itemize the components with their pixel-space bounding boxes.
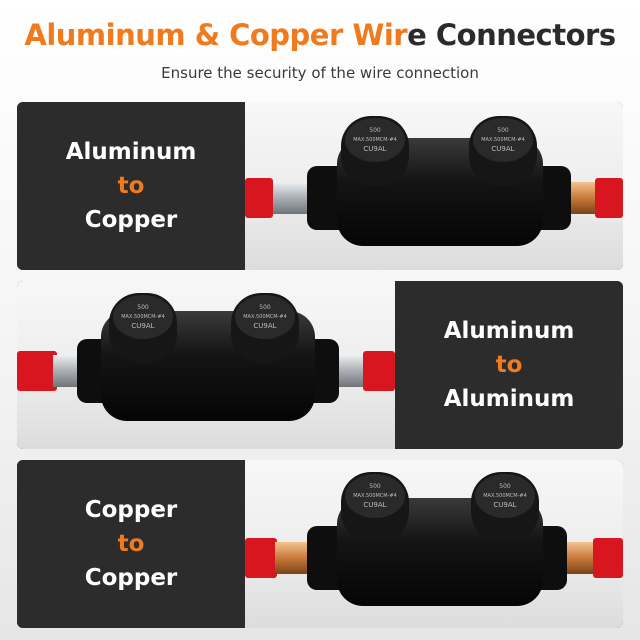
title-orange-part: Aluminum & Copper Wir: [24, 18, 408, 52]
cap-rating: 500: [369, 483, 381, 490]
cap-rating: 500: [497, 127, 509, 134]
page-title: Aluminum & Copper Wire Connectors: [0, 18, 640, 52]
cap-model: CU9AL: [491, 145, 514, 153]
label-from: Aluminum: [443, 318, 575, 344]
cap-rating: 500: [259, 304, 271, 311]
cap-model: CU9AL: [363, 145, 386, 153]
label-to: to: [495, 352, 523, 378]
panel-aluminum-to-aluminum: 500 MAX.500MCM-#4 CU9AL 500 MAX.500MCM-#…: [17, 281, 623, 449]
connector-photo: 500 MAX.500MCM-#4 CU9AL 500 MAX.500MCM-#…: [17, 281, 395, 449]
label-to: to: [117, 531, 145, 557]
cap-rating: 500: [499, 483, 511, 490]
cap-model: CU9AL: [493, 501, 516, 509]
connector-cap-right: 500 MAX.500MCM-#4 CU9AL: [471, 472, 539, 542]
wire-left: [245, 178, 273, 218]
cap-spec: MAX.500MCM-#4: [353, 137, 397, 143]
label-target: Aluminum: [443, 386, 575, 412]
connector-photo: 500 MAX.500MCM-#4 CU9AL 500 MAX.500MCM-#…: [245, 460, 623, 628]
title-dark-part: e Connectors: [407, 18, 616, 52]
panel-aluminum-to-copper: Aluminum to Copper 500 MAX.500MCM-#4: [17, 102, 623, 270]
cap-model: CU9AL: [131, 322, 154, 330]
connector-cap-right: 500 MAX.500MCM-#4 CU9AL: [469, 116, 537, 186]
cap-rating: 500: [137, 304, 149, 311]
connector-cap-left: 500 MAX.500MCM-#4 CU9AL: [109, 293, 177, 363]
connector-cap-right: 500 MAX.500MCM-#4 CU9AL: [231, 293, 299, 363]
cap-model: CU9AL: [253, 322, 276, 330]
wire-right: [595, 178, 623, 218]
cap-spec: MAX.500MCM-#4: [121, 314, 165, 320]
cap-spec: MAX.500MCM-#4: [243, 314, 287, 320]
page-subtitle: Ensure the security of the wire connecti…: [161, 64, 479, 82]
cap-spec: MAX.500MCM-#4: [483, 493, 527, 499]
metal-left: [275, 542, 311, 574]
wire-left: [17, 351, 57, 391]
panel-label: Aluminum to Aluminum: [395, 281, 623, 449]
panel-label: Copper to Copper: [17, 460, 245, 628]
metal-right: [335, 355, 365, 387]
connector-cap-left: 500 MAX.500MCM-#4 CU9AL: [341, 116, 409, 186]
panel-label: Aluminum to Copper: [17, 102, 245, 270]
wire-right: [593, 538, 623, 578]
cap-spec: MAX.500MCM-#4: [353, 493, 397, 499]
cap-model: CU9AL: [363, 501, 386, 509]
cap-rating: 500: [369, 127, 381, 134]
label-from: Copper: [84, 497, 178, 523]
wire-right: [363, 351, 395, 391]
label-to: to: [117, 173, 145, 199]
connector-photo: 500 MAX.500MCM-#4 CU9AL 500 MAX.500MCM-#…: [245, 102, 623, 270]
metal-left: [273, 182, 313, 214]
cap-spec: MAX.500MCM-#4: [481, 137, 525, 143]
metal-right: [563, 542, 595, 574]
wire-left: [245, 538, 277, 578]
label-target: Copper: [84, 565, 178, 591]
panel-copper-to-copper: Copper to Copper 500 MAX.500MCM-#4 CU9AL: [17, 460, 623, 628]
label-target: Copper: [84, 207, 178, 233]
label-from: Aluminum: [65, 139, 197, 165]
connector-cap-left: 500 MAX.500MCM-#4 CU9AL: [341, 472, 409, 542]
